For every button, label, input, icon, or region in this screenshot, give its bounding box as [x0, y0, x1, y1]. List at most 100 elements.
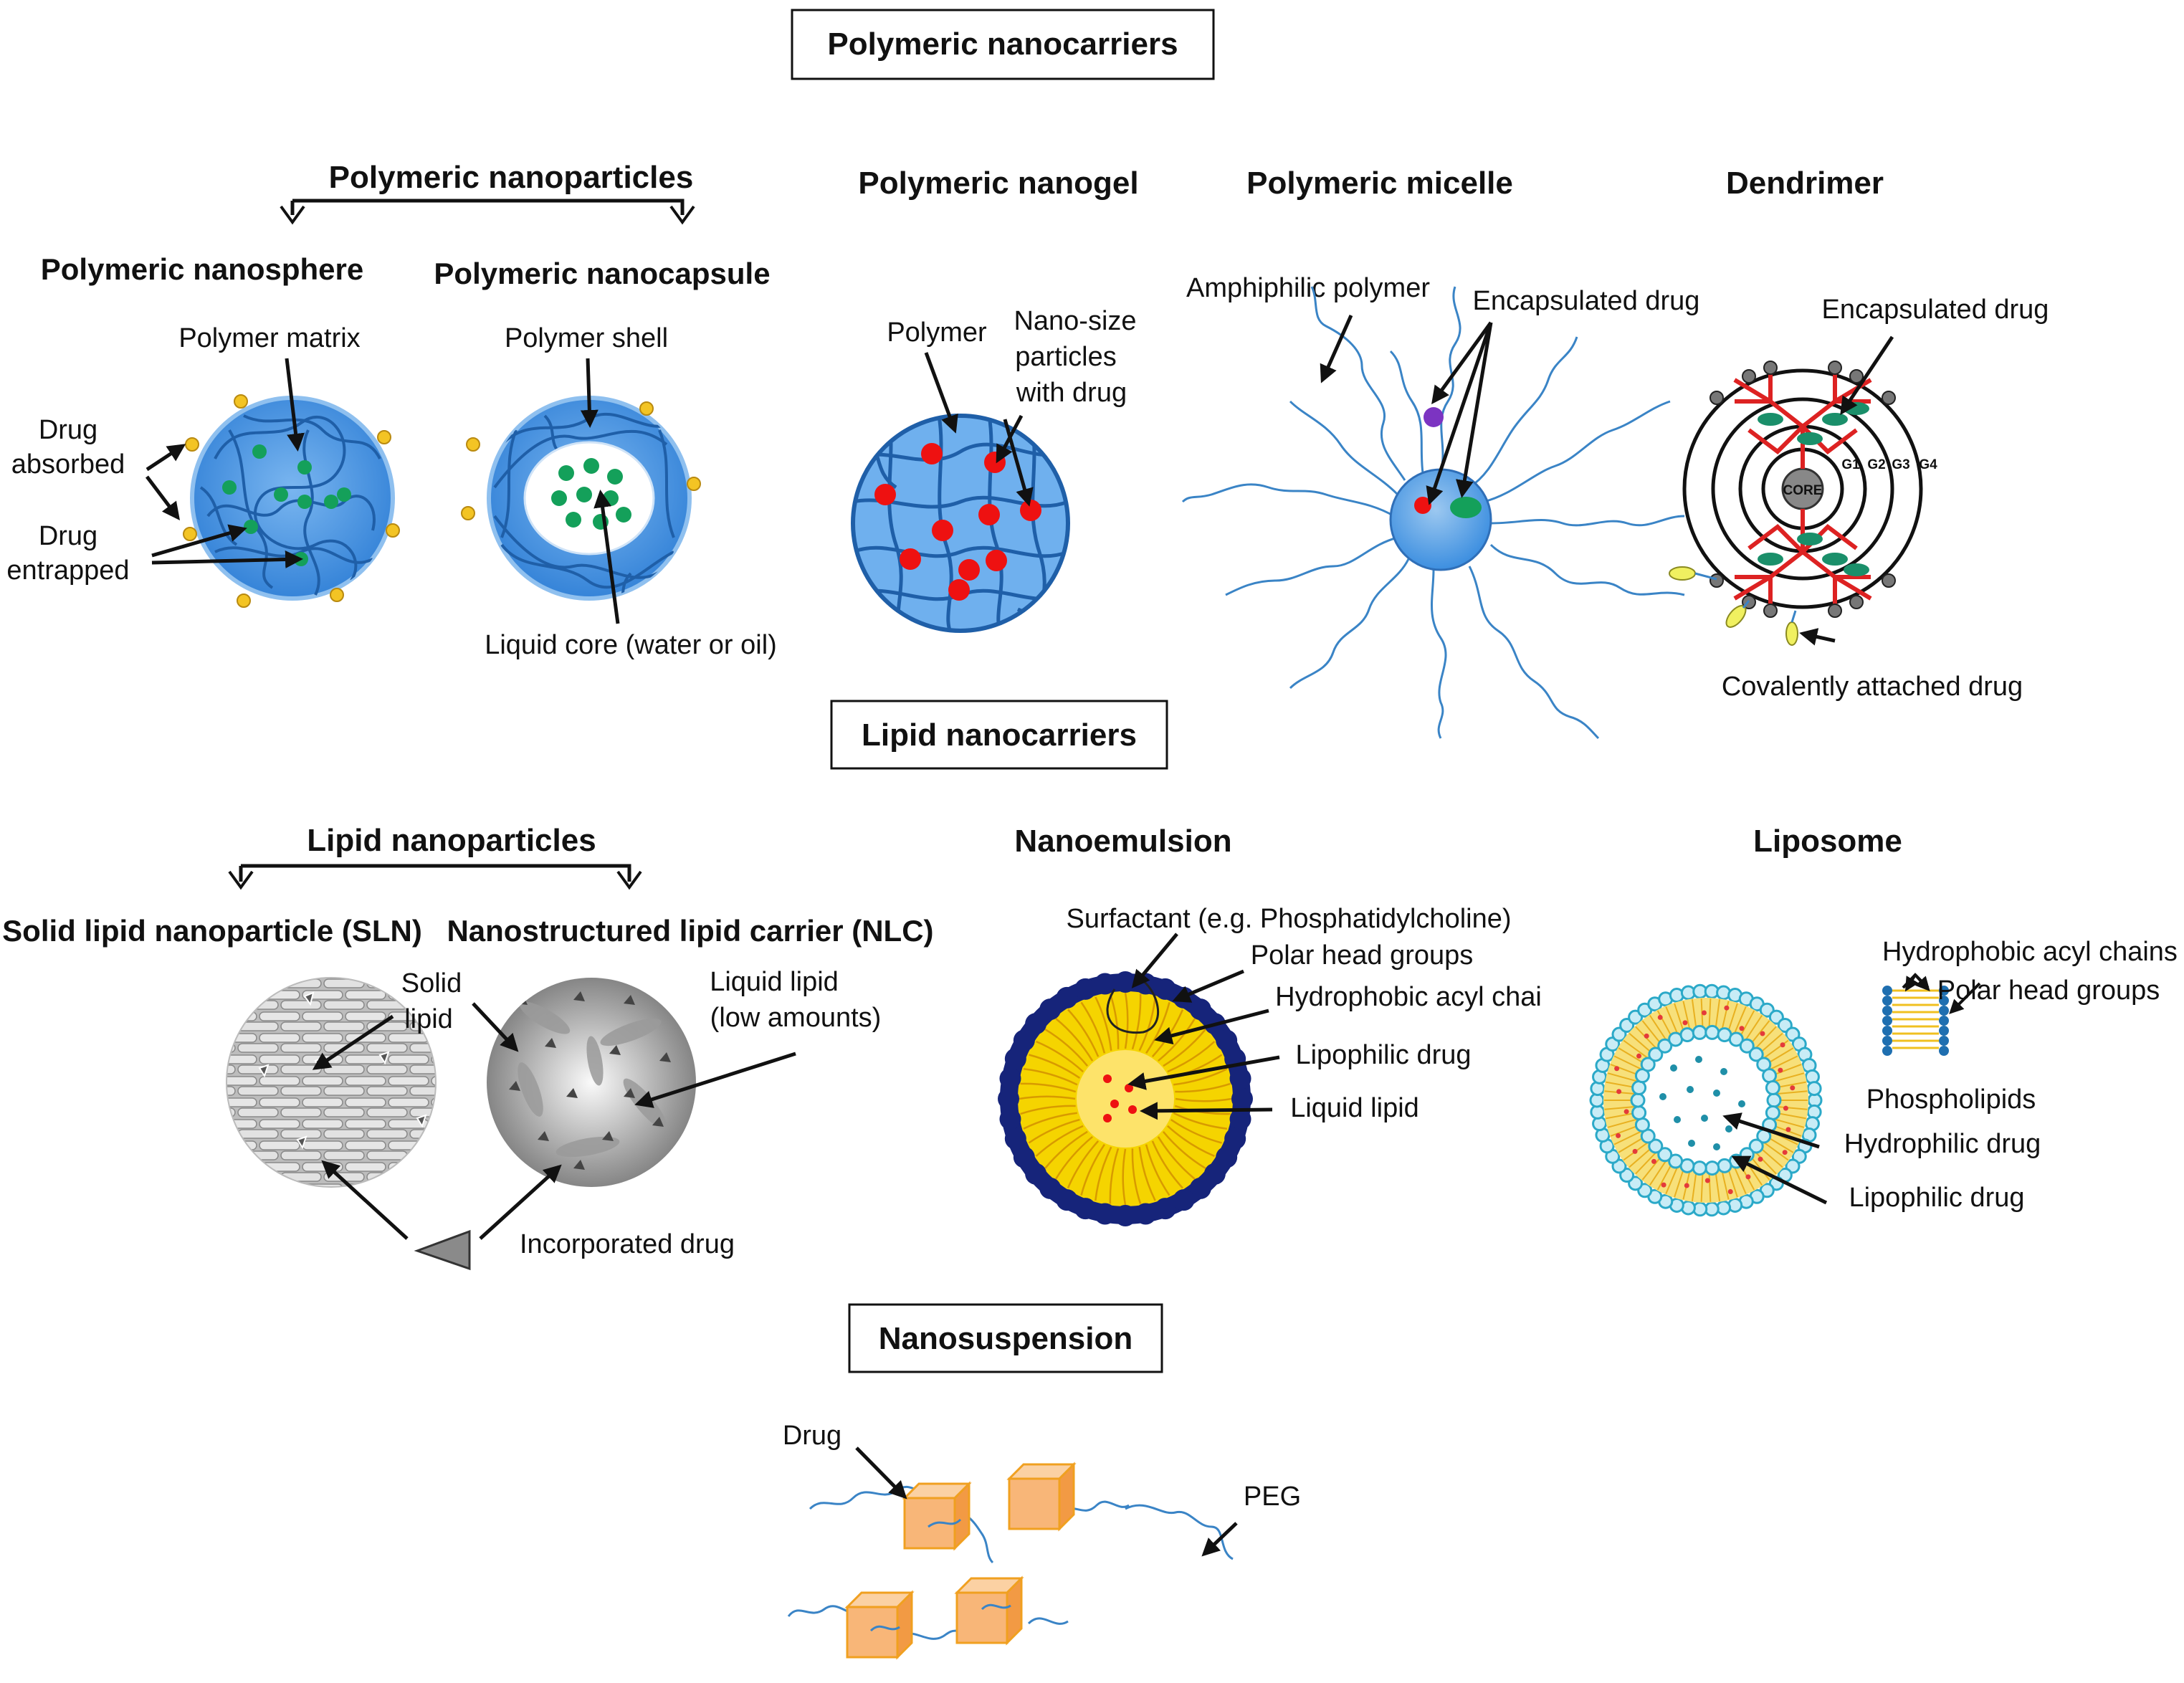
polar-head	[1216, 1029, 1238, 1052]
nanosphere-title: Polymeric nanosphere	[41, 252, 364, 286]
acyl-chain	[1131, 1148, 1142, 1204]
peg-label: PEG	[1244, 1482, 1301, 1512]
acyl-chain	[1173, 1112, 1228, 1130]
lipid-chain	[1613, 1055, 1644, 1071]
lipophilic-drug-dot	[1704, 1178, 1710, 1183]
inner-head	[1631, 1105, 1647, 1120]
lipophilic-drug-dot	[1632, 1148, 1638, 1154]
lipophilic-drug-dot	[1758, 1156, 1763, 1162]
polar-head	[1056, 1189, 1078, 1211]
acyl-chain	[1175, 1082, 1231, 1093]
acyl-chain	[1020, 1105, 1076, 1115]
drug-cube-4	[954, 1575, 1024, 1646]
polymeric-nanoparticles-bracket	[280, 199, 695, 225]
polar-head	[1229, 1067, 1251, 1090]
inner-head	[1704, 1024, 1720, 1040]
lipophilic-drug-dot	[1778, 1067, 1783, 1073]
lipid-chain	[1649, 1014, 1669, 1043]
polar-head	[1135, 1203, 1157, 1225]
nlc-particle	[487, 978, 696, 1187]
nanogel-nanosize-label-2: particles	[1015, 342, 1117, 372]
nanosuspension-illustration	[787, 1462, 1234, 1660]
inner-head	[1748, 1138, 1764, 1154]
liposome-lipophilic-drug-label: Lipophilic drug	[1849, 1183, 2024, 1213]
polar-head	[1154, 978, 1176, 1000]
lipophilic-drug-dot	[1790, 1085, 1796, 1091]
phospholipid-icon	[1882, 986, 1949, 1056]
lipophilic-drug-dot	[1783, 1105, 1788, 1111]
nanogel-nanosize-label-3: with drug	[1016, 378, 1127, 408]
polar-head	[1229, 1108, 1251, 1130]
lipid-chain	[1604, 1105, 1637, 1110]
micelle-title: Polymeric micelle	[1246, 166, 1513, 201]
inner-head	[1648, 1046, 1664, 1062]
lipophilic-drug-dot	[1614, 1066, 1620, 1072]
polar-head	[1189, 998, 1211, 1021]
incorporated-drug-label: Incorporated drug	[520, 1229, 735, 1259]
drug-absorbed-label-2: absorbed	[11, 449, 125, 480]
dendrimer-g3-label: G3	[1892, 457, 1909, 472]
acyl-chain	[1019, 1095, 1076, 1100]
polar-head	[1231, 1088, 1253, 1110]
drug-cube-3	[844, 1590, 915, 1660]
lipid-chain	[1732, 1006, 1747, 1037]
acyl-chain	[1167, 1125, 1215, 1158]
lipid-chain	[1635, 1150, 1659, 1175]
polar-head	[1004, 1048, 1026, 1070]
acyl-chain	[1145, 1144, 1170, 1196]
polar-head	[1039, 998, 1062, 1021]
lipophilic-drug-dot	[1782, 1150, 1788, 1155]
drug-entrapped-label-2: entrapped	[6, 556, 129, 586]
dendrimer-core-label: CORE	[1783, 483, 1823, 498]
acyl-chain	[1095, 996, 1112, 1051]
acyl-chain	[1151, 1140, 1183, 1189]
polar-head	[1013, 1146, 1035, 1168]
polymer-shell-label: Polymer shell	[505, 323, 668, 353]
dendrimer-g4-label: G4	[1919, 457, 1937, 472]
lipid-chain	[1665, 1006, 1679, 1037]
nanocapsule-particle	[461, 396, 701, 601]
acyl-chain	[1170, 1119, 1222, 1144]
dendrimer-encapsulated-drug-label: Encapsulated drug	[1822, 295, 2049, 325]
polar-head	[1025, 1013, 1047, 1035]
polar-head	[1074, 1198, 1097, 1220]
lipid-chain	[1649, 1158, 1669, 1186]
lipophilic-drug-dot	[1682, 1020, 1688, 1026]
drug-cube-2	[1006, 1462, 1077, 1532]
liquid-lipid-label-2: (low amounts)	[710, 1003, 882, 1033]
polar-head	[1004, 1127, 1026, 1150]
lipid-nanoparticles-arrows	[312, 1002, 796, 1240]
lipid-chain	[1607, 1072, 1639, 1083]
lipid-chain	[1775, 1105, 1808, 1110]
lipophilic-drug-dot	[1616, 1089, 1622, 1095]
inner-head	[1640, 1057, 1656, 1072]
acyl-chain	[1122, 1148, 1127, 1206]
acyl-chain	[1020, 1082, 1077, 1093]
lipid-chain	[1700, 998, 1704, 1031]
acyl-chain	[1157, 1136, 1196, 1180]
micelle-structure	[1181, 286, 1685, 740]
acyl-chain	[1163, 1029, 1206, 1067]
polymeric-nanocarriers-box: Polymeric nanocarriers	[791, 9, 1215, 80]
covalently-attached-label: Covalently attached drug	[1722, 672, 2023, 702]
hydrophobic-acyl-label: Hydrophobic acyl chai	[1275, 982, 1542, 1012]
inner-head	[1631, 1080, 1647, 1096]
acyl-chain	[1138, 1147, 1156, 1201]
lipid-chain	[1761, 1140, 1789, 1161]
lipophilic-drug-dot	[1651, 1158, 1656, 1164]
lipophilic-drug-dot	[1701, 1010, 1707, 1016]
acyl-chain	[1158, 1018, 1196, 1062]
lipid-chain	[1613, 1130, 1644, 1145]
solid-lipid-label-2: lipid	[404, 1004, 453, 1034]
liposome-arrows	[1722, 973, 1981, 1205]
nanosphere-arrows	[146, 358, 305, 568]
nanosuspension-arrows	[855, 1446, 1238, 1557]
sln-title: Solid lipid nanoparticle (SLN)	[2, 914, 422, 948]
polar-head	[1216, 1146, 1238, 1168]
acyl-chain	[1174, 1105, 1231, 1115]
polar-head-label: Polar head groups	[1251, 940, 1474, 971]
lipophilic-drug-dot	[1739, 1026, 1745, 1031]
lipid-chain	[1773, 1117, 1805, 1128]
lipophilic-drug-dot	[1760, 1031, 1765, 1036]
